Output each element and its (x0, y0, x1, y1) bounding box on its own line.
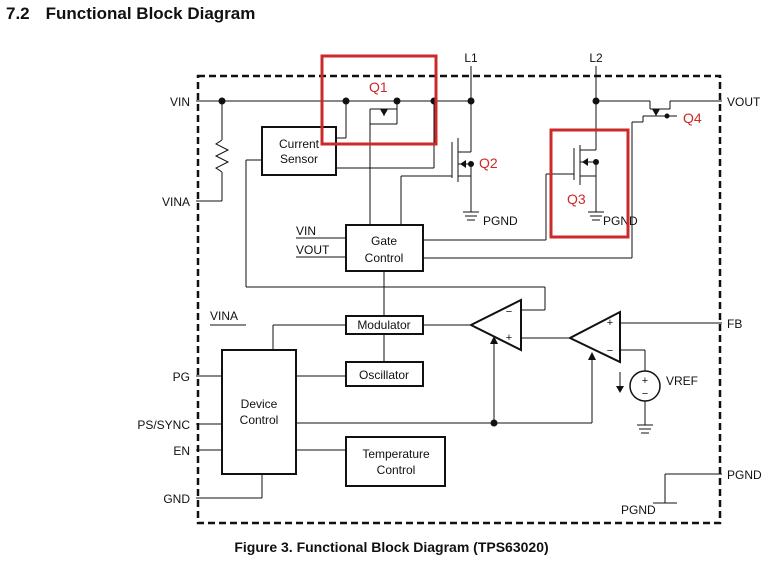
page-heading: 7.2 Functional Block Diagram (6, 4, 255, 24)
pin-gnd: GND (163, 492, 190, 506)
q3-label: Q3 (567, 191, 586, 207)
section-number: 7.2 (6, 4, 30, 23)
internal-labels: VIN VOUT VINA PGND PGND PGND VREF (210, 214, 698, 517)
pgnd-q2-label: PGND (483, 214, 518, 228)
wiring (196, 66, 722, 504)
gate-control-block: Gate Control (345, 224, 424, 272)
dev-vina-label: VINA (210, 309, 238, 323)
error-amplifier-2: + − (567, 310, 621, 364)
pin-labels: VIN VINA PG PS/SYNC EN GND L1 L2 VOUT FB… (137, 51, 762, 506)
oscillator-block: Oscillator (345, 361, 424, 387)
pin-l1: L1 (464, 51, 478, 65)
oscillator-label: Oscillator (359, 368, 409, 382)
device-control-label-2: Control (240, 413, 279, 427)
pgnd-bottom-label: PGND (621, 503, 656, 517)
device-control-block: Device Control (221, 349, 297, 475)
current-sensor-label-1: Current (279, 137, 320, 151)
amp1-minus: − (506, 306, 512, 318)
device-control-label-1: Device (241, 397, 278, 411)
vref-source: + − (629, 370, 661, 402)
junction-dots (218, 97, 670, 427)
amp2-plus: + (607, 317, 613, 329)
pin-en: EN (173, 444, 190, 458)
q4-label: Q4 (683, 110, 702, 126)
red-annotations: Q1 Q2 Q3 Q4 (320, 54, 702, 239)
pin-vina: VINA (162, 195, 190, 209)
q1-label: Q1 (369, 79, 388, 95)
modulator-block: Modulator (345, 315, 424, 335)
error-amplifier-1: − + (468, 298, 522, 352)
temperature-control-block: Temperature Control (345, 436, 446, 487)
amp1-plus: + (506, 332, 512, 344)
pin-pgnd: PGND (727, 468, 762, 482)
section-title: Functional Block Diagram (45, 4, 256, 23)
pin-vin: VIN (170, 95, 190, 109)
pin-ps-sync: PS/SYNC (137, 418, 190, 432)
q1-highlight-box (320, 54, 438, 146)
q3-highlight-box (549, 128, 630, 239)
vref-minus: − (642, 388, 648, 400)
pin-fb: FB (727, 317, 742, 331)
temperature-control-label-1: Temperature (362, 447, 430, 461)
q2-label: Q2 (479, 155, 498, 171)
pgnd-q3-label: PGND (603, 214, 638, 228)
gate-control-label-1: Gate (371, 234, 397, 248)
gate-vout-label: VOUT (296, 243, 330, 257)
pin-l2: L2 (589, 51, 603, 65)
gate-vin-label: VIN (296, 224, 316, 238)
modulator-label: Modulator (357, 318, 410, 332)
current-sensor-block: Current Sensor (261, 126, 337, 176)
temperature-control-label-2: Control (377, 463, 416, 477)
pin-vout: VOUT (727, 95, 761, 109)
gate-control-label-2: Control (365, 251, 404, 265)
vref-plus: + (642, 375, 648, 387)
amp2-minus: − (607, 345, 613, 357)
current-sensor-label-2: Sensor (280, 152, 318, 166)
vref-label: VREF (666, 374, 698, 388)
pin-pg: PG (173, 370, 190, 384)
figure-caption: Figure 3. Functional Block Diagram (TPS6… (234, 539, 549, 555)
